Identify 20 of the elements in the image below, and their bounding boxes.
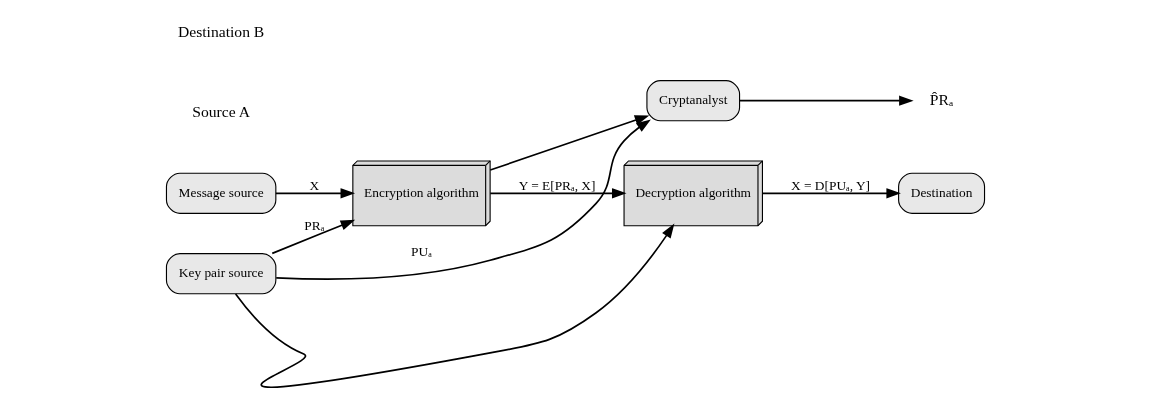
arrow xyxy=(738,95,914,106)
arrow xyxy=(488,188,626,199)
label: Source A xyxy=(191,103,250,121)
arrow xyxy=(274,119,651,280)
label: Destination B xyxy=(177,22,264,40)
edge-label: X xyxy=(309,177,319,193)
node-box: Destination xyxy=(897,172,985,214)
edge-label: Y = E[PRₐ, X] xyxy=(518,177,596,193)
edge-label: X = D[PUₐ, Y] xyxy=(790,177,870,193)
arrow xyxy=(234,223,674,388)
node-box: Key pair source xyxy=(165,253,276,295)
node-box: Cryptanalyst xyxy=(645,80,740,122)
node-box: Message source xyxy=(165,172,276,214)
arrow xyxy=(270,219,355,255)
arrow xyxy=(488,115,649,171)
edge-label: PUₐ xyxy=(410,244,432,260)
node-text: P̂Rₐ xyxy=(929,90,953,108)
arrow xyxy=(761,188,901,199)
arrow xyxy=(274,188,355,199)
edge-label: PRₐ xyxy=(303,217,324,233)
